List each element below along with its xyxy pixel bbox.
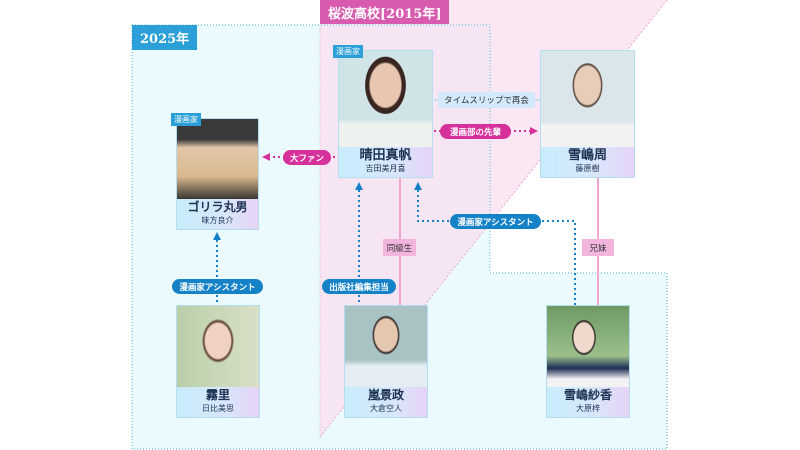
arrow-right-icon: [530, 127, 538, 135]
character-card-shu[interactable]: 雪嶋周藤原樹: [540, 50, 635, 178]
actor-name: 藤原樹: [575, 164, 600, 173]
arrow-up-icon: [213, 232, 221, 240]
character-photo: [541, 51, 634, 149]
character-card-maho[interactable]: 晴田真帆吉田美月喜: [338, 50, 433, 178]
arrow-up-icon: [414, 182, 422, 190]
relation-big-fan: 大ファン: [283, 150, 331, 165]
region-label-2015: 桜波高校[2015年]: [320, 0, 450, 24]
character-name: 嵐景政: [367, 388, 404, 402]
role-tag: 漫画家: [171, 113, 201, 126]
arrow-left-icon: [262, 153, 270, 161]
actor-name: 大原梓: [576, 404, 600, 413]
character-name: 雪嶋周: [567, 148, 607, 163]
relation-time-slip: タイムスリップで再会: [438, 92, 535, 108]
relation-editor: 出版社編集担当: [322, 279, 396, 294]
character-card-gorilla[interactable]: ゴリラ丸男味方良介: [176, 118, 259, 230]
actor-name: 大倉空人: [370, 404, 402, 413]
connector-assistant-right: [417, 190, 576, 305]
character-photo: [547, 306, 629, 389]
relation-assistant-left: 漫画家アシスタント: [172, 279, 263, 294]
role-tag: 漫画家: [333, 45, 363, 58]
actor-name: 吉田美月喜: [365, 164, 406, 173]
region-label-2025: 2025年: [132, 25, 198, 50]
actor-name: 日比美思: [202, 404, 234, 413]
relation-club-senior: 漫画部の先輩: [440, 124, 511, 139]
character-photo: [345, 306, 427, 389]
relation-assistant-right: 漫画家アシスタント: [450, 214, 541, 229]
character-photo: [177, 306, 259, 389]
character-name: ゴリラ丸男: [187, 200, 248, 214]
region-2025-border: [131, 24, 668, 450]
character-name: 晴田真帆: [359, 148, 412, 163]
character-photo: [177, 119, 258, 201]
character-photo: [339, 51, 432, 149]
character-name: 雪嶋紗香: [563, 388, 612, 402]
actor-name: 味方良介: [201, 216, 234, 225]
relation-classmate: 同級生: [383, 239, 416, 256]
arrow-up-icon: [355, 182, 363, 190]
relation-siblings: 兄妹: [582, 239, 614, 256]
character-card-sayaka[interactable]: 雪嶋紗香大原梓: [546, 305, 630, 418]
character-name: 霧里: [205, 388, 230, 402]
character-card-arashi[interactable]: 嵐景政大倉空人: [344, 305, 428, 418]
character-card-kiri[interactable]: 霧里日比美思: [176, 305, 260, 418]
